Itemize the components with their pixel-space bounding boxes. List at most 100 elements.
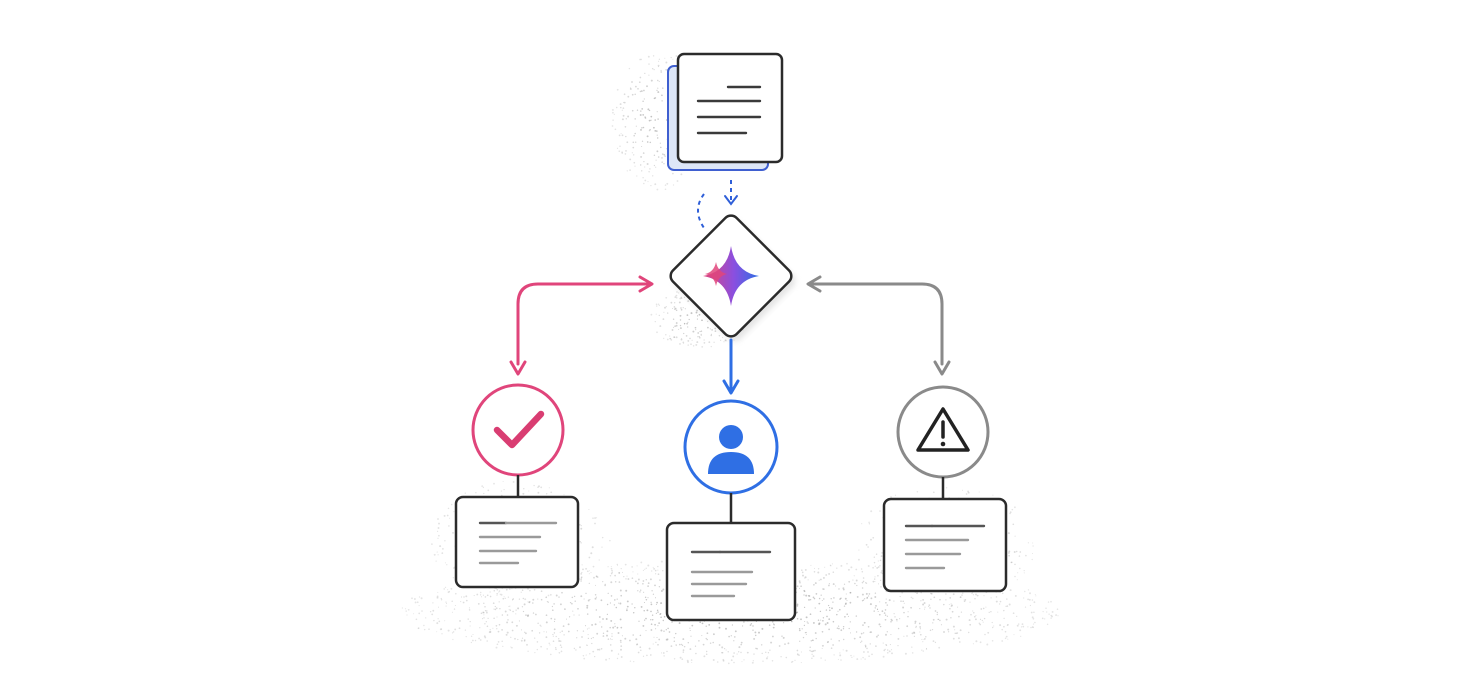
stipple-dot	[877, 574, 879, 577]
stipple-dot	[618, 581, 621, 583]
stipple-dot	[687, 641, 690, 644]
stipple-dot	[648, 130, 650, 132]
stipple-dot	[620, 133, 622, 135]
stipple-dot	[930, 592, 932, 595]
stipple-dot	[660, 616, 662, 619]
stipple-dot	[842, 588, 845, 591]
stipple-dot	[458, 627, 461, 630]
stipple-dot	[912, 597, 914, 600]
stipple-dot	[600, 648, 603, 650]
stipple-dot	[574, 600, 576, 602]
stipple-dot	[865, 592, 868, 595]
stipple-dot	[534, 637, 536, 639]
stipple-dot	[645, 598, 648, 601]
stipple-dot	[681, 644, 684, 647]
stipple-dot	[636, 643, 639, 645]
stipple-dot	[845, 593, 847, 595]
stipple-dot	[632, 571, 634, 573]
stipple-dot	[650, 601, 652, 603]
stipple-dot	[596, 648, 599, 651]
stipple-dot	[770, 641, 773, 644]
stipple-dot	[890, 496, 892, 499]
stipple-dot	[587, 634, 589, 636]
stipple-dot	[867, 565, 870, 567]
stipple-dot	[721, 652, 723, 654]
stipple-dot	[804, 621, 806, 622]
stipple-dot	[535, 613, 537, 616]
stipple-dot	[750, 623, 753, 625]
stipple-dot	[838, 627, 840, 630]
stipple-dot	[479, 627, 481, 629]
stipple-dot	[611, 635, 613, 637]
stipple-dot	[474, 639, 477, 642]
stipple-dot	[631, 603, 633, 605]
stipple-dot	[585, 654, 587, 656]
stipple-dot	[648, 63, 650, 65]
stipple-dot	[1014, 575, 1016, 578]
stipple-dot	[815, 593, 818, 595]
stipple-dot	[696, 309, 698, 312]
stipple-dot	[749, 624, 752, 626]
stipple-dot	[638, 81, 641, 84]
stipple-dot	[588, 582, 590, 585]
stipple-dot	[593, 576, 595, 579]
stipple-dot	[512, 480, 515, 483]
stipple-dot	[580, 578, 583, 581]
stipple-dot	[911, 652, 914, 654]
stipple-dot	[619, 589, 622, 592]
stipple-dot	[655, 641, 657, 643]
stipple-dot	[846, 613, 848, 615]
stipple-dot	[797, 654, 799, 656]
stipple-dot	[554, 618, 556, 621]
stipple-dot	[853, 575, 855, 577]
stipple-dot	[959, 596, 961, 598]
stipple-dot	[646, 654, 648, 657]
stipple-dot	[545, 614, 548, 617]
stipple-dot	[722, 337, 724, 339]
stipple-dot	[805, 594, 808, 597]
stipple-dot	[733, 636, 736, 638]
stipple-dot	[640, 164, 642, 166]
stipple-dot	[840, 564, 843, 567]
stipple-dot	[873, 578, 876, 580]
stipple-dot	[655, 573, 657, 575]
stipple-dot	[913, 635, 916, 638]
stipple-dot	[838, 588, 840, 590]
stipple-dot	[1031, 599, 1034, 601]
stipple-dot	[604, 583, 606, 586]
stipple-dot	[545, 631, 548, 633]
stipple-dot	[752, 660, 754, 662]
stipple-dot	[450, 587, 453, 590]
stipple-dot	[596, 575, 598, 578]
stipple-dot	[571, 596, 574, 599]
stipple-dot	[596, 517, 598, 519]
stipple-dot	[660, 146, 662, 149]
stipple-dot	[959, 596, 962, 598]
stipple-dot	[866, 596, 868, 599]
stipple-dot	[511, 588, 513, 590]
stipple-dot	[662, 619, 665, 622]
stipple-dot	[803, 606, 806, 609]
stipple-dot	[664, 188, 667, 190]
stipple-dot	[812, 639, 814, 642]
stipple-dot	[659, 142, 661, 144]
stipple-dot	[551, 609, 554, 612]
stipple-dot	[995, 600, 998, 603]
stipple-dot	[708, 341, 711, 344]
stipple-dot	[804, 576, 807, 579]
stipple-dot	[859, 636, 862, 639]
stipple-dot	[595, 609, 597, 611]
stipple-dot	[642, 177, 644, 179]
stipple-dot	[642, 624, 645, 627]
stipple-dot	[718, 626, 721, 629]
stipple-dot	[624, 153, 627, 155]
stipple-dot	[982, 607, 985, 610]
stipple-dot	[711, 329, 713, 331]
stipple-dot	[842, 638, 845, 641]
stipple-dot	[420, 597, 423, 600]
stipple-dot	[555, 648, 557, 651]
stipple-dot	[983, 595, 985, 597]
stipple-dot	[804, 577, 806, 579]
stipple-dot	[512, 598, 515, 600]
stipple-dot	[583, 598, 585, 600]
